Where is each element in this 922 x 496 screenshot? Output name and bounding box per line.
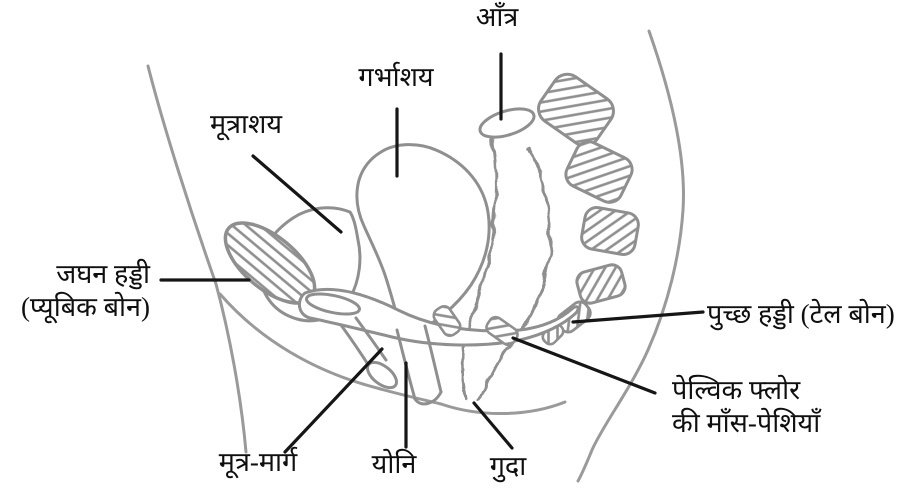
urethra-tube-back <box>354 316 388 362</box>
pelvic-band-loop <box>305 292 361 316</box>
label-vagina: योनि <box>371 449 417 479</box>
body-outline-abdomen <box>146 64 218 286</box>
label-intestine: आँत्र <box>475 2 519 32</box>
leader-urethra <box>283 347 384 454</box>
label-tail-bone: पुच्छ हड्डी (टेल बोन) <box>707 299 895 329</box>
body-outline-buttock <box>576 29 685 483</box>
body-outline-perineum <box>439 400 567 415</box>
leader-anus <box>472 401 514 450</box>
label-pubic-bone-line1: जघन हड्डी <box>56 259 150 289</box>
label-bladder: मूत्राशय <box>209 109 283 139</box>
leader-pelvic-floor <box>511 336 657 395</box>
label-anus: गुदा <box>489 451 527 481</box>
leader-tail-bone <box>571 310 705 324</box>
label-urethra: मूत्र-मार्ग <box>218 447 298 477</box>
vagina-opening <box>413 390 443 406</box>
label-pubic-bone-line2: (प्यूबिक बोन) <box>20 292 150 322</box>
label-pubic-bone: जघन हड्डी (प्यूबिक बोन) <box>0 258 150 324</box>
label-pelvic-floor: पेल्विक फ्लोर की माँस-पेशियाँ <box>672 374 820 440</box>
bowel-back-edge <box>476 144 552 402</box>
body-outline-left-thigh <box>214 282 248 454</box>
label-pelvic-floor-line2: की माँस-पेशियाँ <box>672 408 821 438</box>
leader-bladder <box>251 154 343 234</box>
bowel-front-edge <box>461 132 498 401</box>
intestine-cap <box>478 107 536 139</box>
vagina-tube-back <box>423 324 443 394</box>
label-pelvic-floor-line1: पेल्विक फ्लोर <box>672 375 801 405</box>
label-uterus: गर्भाशय <box>358 62 434 92</box>
sacrum-tailbone <box>537 72 640 346</box>
